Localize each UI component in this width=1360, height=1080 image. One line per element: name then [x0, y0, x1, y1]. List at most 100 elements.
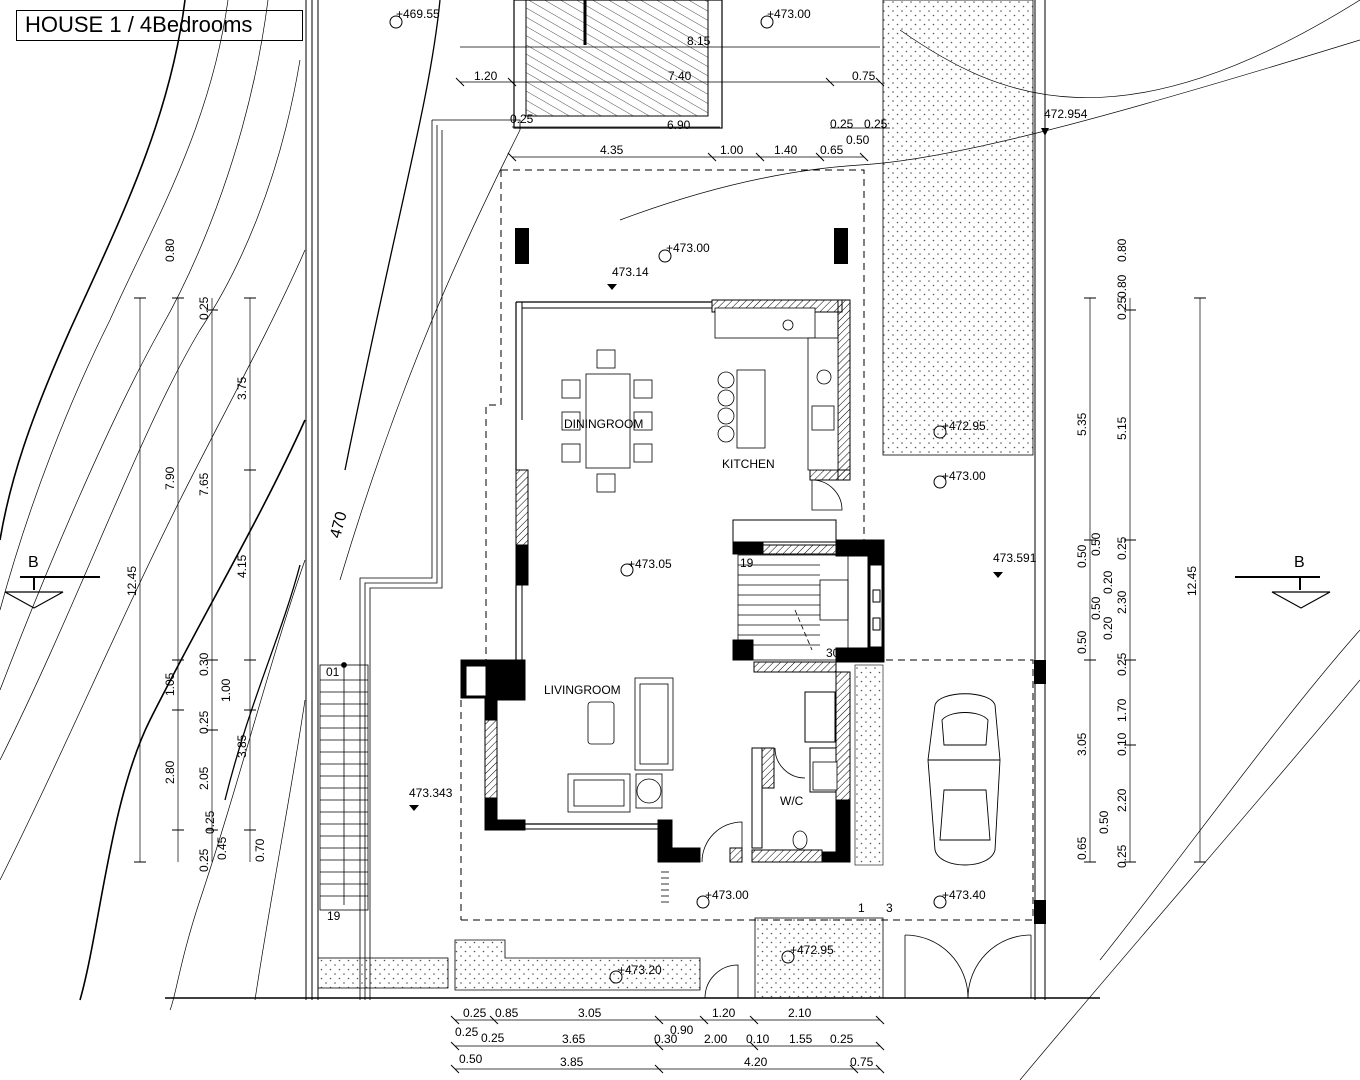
dimension-label: 0.50 [846, 133, 870, 147]
drawing-title: HOUSE 1 / 4Bedrooms [16, 10, 303, 41]
level-label: +473.00 [705, 888, 749, 902]
level-label: 473.591 [993, 551, 1037, 565]
stair-number: 18 [738, 646, 752, 660]
dimension-label: 0.50 [1097, 810, 1111, 834]
dimension-lines [139, 46, 1201, 1070]
level-triangles [409, 128, 1049, 811]
level-label: +473.20 [618, 963, 662, 977]
stair-number: 30 [826, 646, 840, 660]
dimension-label: 1.55 [789, 1032, 813, 1046]
dimension-label: 0.25 [197, 296, 211, 320]
dimension-label: 2.10 [788, 1006, 812, 1020]
dimension-label: 0.20 [1101, 616, 1115, 640]
level-label: +473.00 [942, 469, 986, 483]
upper-floor-outline [460, 169, 1034, 921]
dimension-label: 1.00 [219, 678, 233, 702]
dimension-label: 1.05 [163, 672, 177, 696]
dimension-label: 3.65 [562, 1032, 586, 1046]
exterior-stair [319, 662, 369, 911]
dimension-label: 0.80 [1115, 274, 1129, 298]
dimension-label: 2.80 [163, 760, 177, 784]
dimension-label: 0.10 [1115, 732, 1129, 756]
section-label-right: B [1294, 554, 1305, 571]
dimension-label: 3.85 [235, 734, 249, 758]
dimension-label: 0.30 [197, 652, 211, 676]
level-label: +469.55 [396, 7, 440, 21]
stair-number: 19 [327, 909, 341, 923]
dimension-label: 0.25 [203, 810, 217, 834]
level-label: +473.05 [628, 557, 672, 571]
dimension-label: 0.30 [654, 1032, 678, 1046]
dimension-label: 0.10 [746, 1032, 770, 1046]
entrance-steps [661, 871, 669, 903]
dimension-label: 12.45 [125, 566, 139, 596]
dimension-label: 0.50 [1075, 630, 1089, 654]
plot-boundaries [165, 0, 1100, 1000]
level-label: +473.00 [767, 7, 811, 21]
dimension-label: 2.05 [197, 766, 211, 790]
dimension-label: 5.35 [1075, 412, 1089, 436]
level-label: 472.954 [1044, 107, 1088, 121]
dimension-label: 5.15 [1115, 416, 1129, 440]
section-marker-left: B [4, 554, 100, 609]
dimension-label: 0.25 [1115, 296, 1129, 320]
dimension-label: 0.80 [163, 238, 177, 262]
dimension-label: 0.25 [455, 1025, 479, 1039]
dimension-label: 0.85 [495, 1006, 519, 1020]
dimension-label: 0.25 [864, 117, 888, 131]
dimension-label: 2.20 [1115, 788, 1129, 812]
dimension-label: 1.20 [474, 69, 498, 83]
contour-label: 470 [327, 510, 350, 540]
dimension-label: 7.40 [668, 69, 692, 83]
dimension-label: 0.45 [215, 836, 229, 860]
planter-bottom [454, 939, 701, 991]
building-walls [460, 299, 885, 863]
dimension-label: 2.30 [1115, 590, 1129, 614]
level-label: +472.95 [790, 943, 834, 957]
door-swings [701, 479, 1032, 999]
stair-number: 1 [858, 901, 865, 915]
dimension-label: 6.90 [667, 118, 691, 132]
level-label: 473.343 [409, 786, 453, 800]
dimension-label: 0.70 [253, 838, 267, 862]
dimension-label: 3.85 [560, 1055, 584, 1069]
dimension-label: 0.25 [1115, 844, 1129, 868]
dimension-label: 0.75 [852, 69, 876, 83]
section-label-left: B [28, 554, 39, 571]
section-marker-right: B [1235, 554, 1331, 609]
dimension-label: 4.15 [235, 554, 249, 578]
dimension-label: 1.00 [720, 143, 744, 157]
dimension-label: 0.25 [481, 1031, 505, 1045]
columns [515, 228, 1046, 924]
room-label-dining: DININGROOM [564, 417, 643, 431]
planter-left [317, 957, 449, 989]
dimension-label: 0.50 [1075, 544, 1089, 568]
staircase [737, 554, 849, 661]
dimension-label: 0.80 [1115, 238, 1129, 262]
dimension-label: 1.40 [774, 143, 798, 157]
dimension-label: 0.75 [850, 1055, 874, 1069]
dimension-label: 0.25 [197, 848, 211, 872]
dimension-label: 4.35 [600, 143, 624, 157]
level-label: 473.14 [612, 265, 649, 279]
dimension-label: 0.65 [820, 143, 844, 157]
dimension-label: 7.90 [163, 466, 177, 490]
room-label-kitchen: KITCHEN [722, 457, 775, 471]
dimension-label: 0.25 [830, 117, 854, 131]
dimension-label: 12.45 [1185, 566, 1199, 596]
planter-front [754, 917, 884, 999]
dimension-label: 0.20 [1101, 570, 1115, 594]
dimension-label: 0.50 [459, 1052, 483, 1066]
dimension-label: 0.50 [1089, 596, 1103, 620]
level-label: +473.40 [942, 888, 986, 902]
stair-number: 3 [886, 901, 893, 915]
garden-strip-south [854, 664, 884, 866]
dimension-label: 0.25 [1115, 652, 1129, 676]
room-label-living: LIVINGROOM [544, 683, 621, 697]
dimension-label: 0.50 [1089, 532, 1103, 556]
dimension-label: 8.15 [687, 34, 711, 48]
stair-number: 19 [740, 556, 754, 570]
dimension-label: 0.25 [197, 710, 211, 734]
level-label: +473.00 [666, 241, 710, 255]
